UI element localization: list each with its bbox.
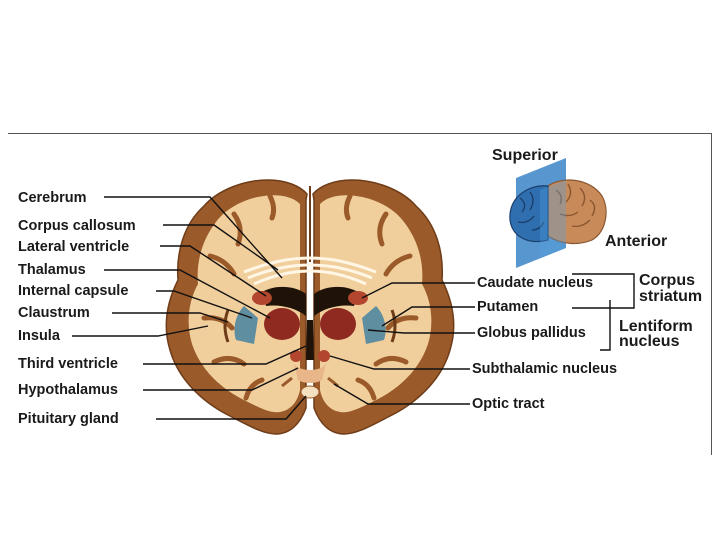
lateral-ventricles: [262, 286, 358, 316]
leader-claustrum: [112, 312, 229, 323]
label-pituitary-gland: Pituitary gland: [18, 411, 119, 427]
label-caudate-nucleus: Caudate nucleus: [477, 275, 593, 291]
leader-globus-pallidus: [367, 329, 475, 334]
bracket-lentiform-nucleus: [600, 300, 611, 351]
right-labels: Caudate nucleus Putamen Globus pallidus …: [329, 275, 617, 412]
leader-lateral-ventricle: [160, 245, 267, 297]
leader-thalamus: [104, 269, 271, 319]
inset-brain-anterior-part: [547, 179, 607, 245]
thalamus-left: [264, 308, 300, 340]
pituitary-gland: [300, 385, 320, 399]
label-optic-tract: Optic tract: [472, 396, 545, 412]
label-hypothalamus: Hypothalamus: [18, 382, 118, 398]
corpus-callosum: [243, 256, 377, 286]
leader-caudate-nucleus: [361, 282, 475, 299]
orientation-label-superior: Superior: [492, 147, 558, 164]
leader-corpus-callosum: [163, 224, 279, 271]
label-globus-pallidus: Globus pallidus: [477, 325, 586, 341]
caudate-nucleus-right: [348, 291, 368, 305]
leader-pituitary-gland: [156, 395, 307, 420]
leader-insula: [72, 325, 209, 337]
leader-internal-capsule: [156, 290, 253, 319]
claustrum-right: [390, 309, 397, 343]
leader-cerebrum: [104, 196, 283, 279]
coronal-section: [165, 179, 455, 435]
label-insula: Insula: [18, 328, 61, 344]
label-internal-capsule: Internal capsule: [18, 283, 128, 299]
inset-brain-gyri: [555, 183, 596, 228]
group-brackets: [572, 273, 635, 351]
label-putamen: Putamen: [477, 299, 538, 315]
orientation-inset: [509, 158, 607, 268]
claustrum-left: [223, 309, 230, 343]
thalamus-right: [320, 308, 356, 340]
label-thalamus: Thalamus: [18, 262, 86, 278]
leader-hypothalamus: [143, 367, 299, 391]
third-ventricle: [306, 320, 314, 360]
group-label-lentiform-line2: nucleus: [619, 333, 680, 350]
caudate-nucleus-left: [252, 291, 272, 305]
frame-top-border: [8, 133, 712, 134]
group-label-corpus-line1: Corpus: [639, 272, 695, 289]
leader-optic-tract: [333, 383, 470, 405]
group-label-corpus-line2: striatum: [639, 288, 702, 305]
leader-putamen: [381, 306, 475, 327]
group-label-lentiform-line1: Lentiform: [619, 318, 693, 335]
coronal-plane-front: [540, 180, 566, 258]
label-cerebrum: Cerebrum: [18, 190, 87, 206]
subthalamic-nucleus-left: [290, 350, 302, 362]
orientation-label-anterior: Anterior: [605, 233, 667, 250]
label-third-ventricle: Third ventricle: [18, 356, 118, 372]
label-corpus-callosum: Corpus callosum: [18, 218, 136, 234]
right-white-matter: [320, 195, 432, 413]
label-lateral-ventricle: Lateral ventricle: [18, 239, 129, 255]
bracket-corpus-striatum: [572, 273, 635, 309]
lentiform-right: [362, 306, 386, 344]
frame-right-border: [711, 133, 712, 455]
leader-subthalamic-nucleus: [329, 355, 470, 370]
subthalamic-nucleus-right: [318, 350, 330, 362]
left-labels: Cerebrum Corpus callosum Lateral ventric…: [18, 190, 307, 427]
lentiform-left: [234, 306, 258, 344]
inset-brain-posterior-gyri: [517, 191, 545, 231]
hypothalamus: [294, 364, 326, 383]
label-subthalamic-nucleus: Subthalamic nucleus: [472, 361, 617, 377]
leader-third-ventricle: [143, 345, 307, 365]
label-claustrum: Claustrum: [18, 305, 90, 321]
